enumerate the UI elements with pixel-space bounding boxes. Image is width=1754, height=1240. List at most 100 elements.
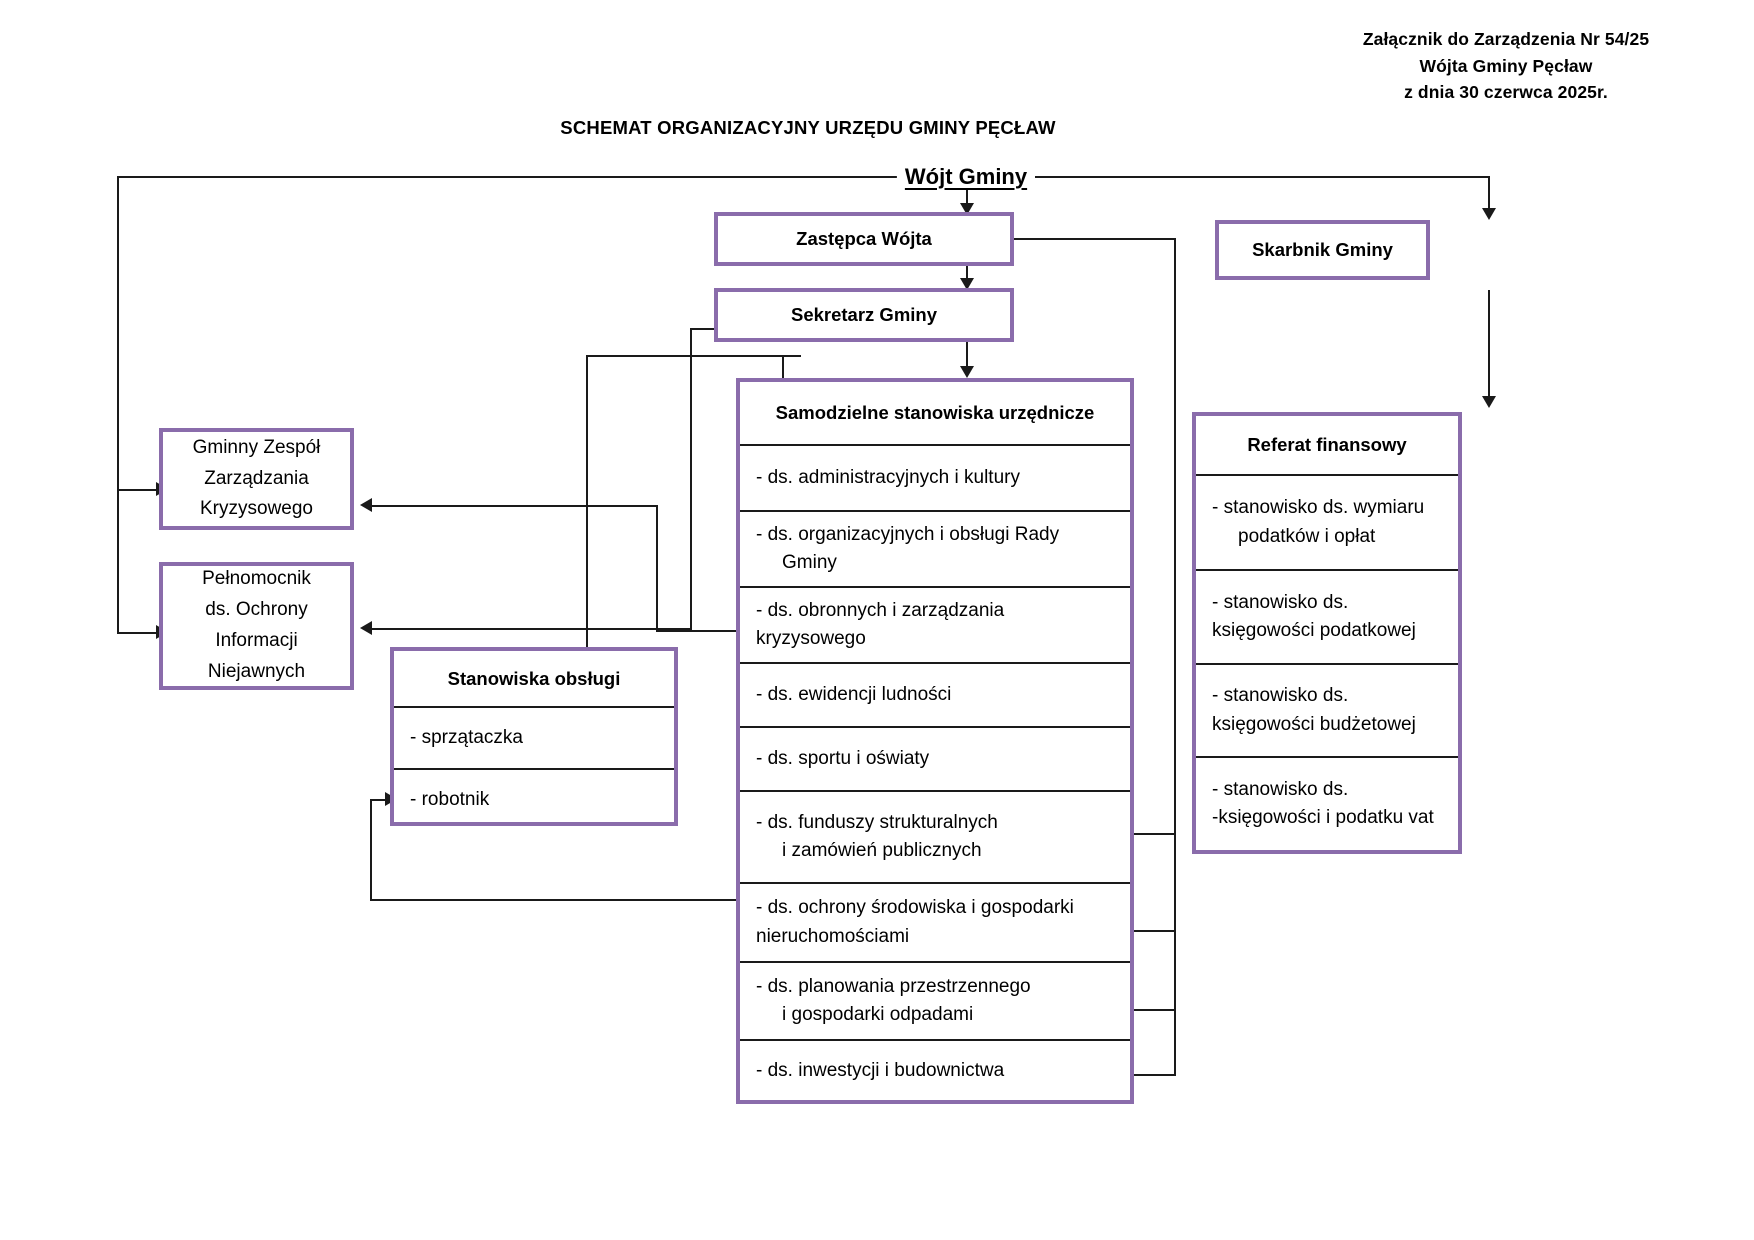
list-item[interactable]: - ds. inwestycji i budownictwa — [740, 1039, 1130, 1101]
list-item[interactable]: - ds. ewidencji ludności — [740, 662, 1130, 726]
connector-zastepca-to-ochrona — [1133, 930, 1176, 932]
connector-wojt-to-zastepca — [966, 190, 968, 212]
item-line-1: - ds. organizacyjnych i obsługi Rady — [756, 523, 1060, 545]
group-referat-title: Referat finansowy — [1247, 434, 1407, 455]
item-line-2: i gospodarki odpadami — [782, 1004, 974, 1025]
item-line-1: - sprzątaczka — [410, 726, 523, 748]
list-item[interactable]: - ds. organizacyjnych i obsługi Rady Gmi… — [740, 510, 1130, 586]
connector-zastepca-right — [1011, 238, 1176, 240]
list-item[interactable]: - robotnik — [394, 768, 674, 830]
item-line-2: podatków i opłat — [1238, 525, 1376, 547]
item-line-1: - ds. ewidencji ludności — [756, 683, 952, 705]
referat-rows: - stanowisko ds. wymiaru podatków i opła… — [1196, 474, 1458, 850]
connector-gzzk-feedback-v — [656, 505, 658, 632]
connector-zastepca-to-inwestycje — [1133, 1074, 1176, 1076]
node-skarbnik-gminy-label: Skarbnik Gminy — [1252, 239, 1393, 260]
list-item[interactable]: - ds. administracyjnych i kultury — [740, 444, 1130, 510]
gzzk-line-2: Zarządzania — [204, 467, 309, 489]
item-line-1: - ds. funduszy strukturalnych — [756, 811, 998, 833]
item-line-1: - stanowisko ds. wymiaru — [1212, 497, 1425, 519]
item-line-1: - ds. ochrony środowiska i gospodarki — [756, 897, 1074, 919]
list-item[interactable]: - ds. obronnych i zarządzania kryzysoweg… — [740, 586, 1130, 662]
connector-gzzk-feedback-join — [656, 630, 784, 632]
item-line-1: - stanowisko ds. — [1212, 778, 1349, 800]
note-line-3: z dnia 30 czerwca 2025r. — [1404, 82, 1608, 103]
connector-sekretarz-left-bus — [586, 355, 801, 357]
item-line-1: - ds. administracyjnych i kultury — [756, 466, 1020, 488]
list-item[interactable]: - ds. planowania przestrzennego i gospod… — [740, 961, 1130, 1039]
list-item[interactable]: - sprzątaczka — [394, 706, 674, 768]
connector-gzzk-feedback-h — [371, 505, 658, 507]
connector-zastepca-to-fundusze — [1133, 833, 1176, 835]
node-zastepca-wojta[interactable]: Zastępca Wójta — [714, 212, 1014, 266]
connector-zastepca-to-planowanie — [1133, 1009, 1176, 1011]
item-line-1: - ds. sportu i oświaty — [756, 747, 930, 769]
connector-zastepca-to-sekretarz — [966, 266, 968, 288]
arrow-to-sekretarz — [960, 278, 974, 290]
arrow-to-skarbnik — [1482, 208, 1496, 220]
gzzk-line-1: Gminny Zespół — [192, 436, 321, 458]
item-line-2: księgowości podatkowej — [1212, 620, 1416, 641]
connector-robotnik-loop-in — [370, 799, 390, 801]
list-item[interactable]: - ds. ochrony środowiska i gospodarki ni… — [740, 882, 1130, 961]
list-item[interactable]: - ds. sportu i oświaty — [740, 726, 1130, 790]
item-line-1: - robotnik — [410, 788, 490, 810]
connector-wojt-left-bar — [117, 176, 897, 178]
item-line-1: - stanowisko ds. — [1212, 591, 1349, 613]
node-zastepca-wojta-label: Zastępca Wójta — [796, 228, 932, 249]
arrow-pelnomocnik-feedback — [360, 621, 372, 635]
connector-to-gzzk — [117, 489, 159, 491]
node-sekretarz-gminy[interactable]: Sekretarz Gminy — [714, 288, 1014, 342]
node-gminny-zespol-zarzadzania-kryzysowego[interactable]: Gminny Zespół Zarządzania Kryzysowego — [159, 428, 354, 530]
list-item[interactable]: - stanowisko ds. -księgowości i podatku … — [1196, 756, 1458, 850]
arrow-gzzk-feedback — [360, 498, 372, 512]
list-item[interactable]: - stanowisko ds. wymiaru podatków i opła… — [1196, 474, 1458, 569]
list-item[interactable]: - stanowisko ds. księgowości budżetowej — [1196, 663, 1458, 756]
connector-wojt-right-bar — [1035, 176, 1490, 178]
connector-pelnomocnik-feedback-v — [690, 328, 692, 630]
group-obslugi-title: Stanowiska obsługi — [447, 667, 621, 689]
group-stanowiska-obslugi[interactable]: Stanowiska obsługi - sprzątaczka - robot… — [390, 647, 678, 826]
node-sekretarz-gminy-label: Sekretarz Gminy — [790, 304, 937, 325]
samodzielne-rows: - ds. administracyjnych i kultury - ds. … — [740, 444, 1130, 1101]
group-referat-finansowy[interactable]: Referat finansowy - stanowisko ds. wymia… — [1192, 412, 1462, 854]
item-line-2: -księgowości i podatku vat — [1212, 807, 1434, 828]
item-line-1: - stanowisko ds. — [1212, 685, 1349, 707]
node-pelnomocnik-ds-ochrony-informacji-niejawnych[interactable]: Pełnomocnik ds. Ochrony Informacji Nieja… — [159, 562, 354, 690]
item-line-1: - ds. obronnych i zarządzania — [756, 599, 1005, 621]
item-line-2: nieruchomościami — [756, 925, 910, 947]
connector-robotnik-loop-h — [370, 899, 782, 901]
connector-pelnomocnik-feedback-h — [371, 628, 691, 630]
item-line-1: - ds. inwestycji i budownictwa — [756, 1059, 1005, 1081]
group-samodzielne-title: Samodzielne stanowiska urzędnicze — [775, 402, 1095, 423]
list-item[interactable]: - ds. funduszy strukturalnych i zamówień… — [740, 790, 1130, 882]
node-wojt-gminy[interactable]: Wójt Gminy — [896, 164, 1036, 190]
connector-wojt-left-drop — [117, 176, 119, 634]
group-samodzielne-stanowiska[interactable]: Samodzielne stanowiska urzędnicze - ds. … — [736, 378, 1134, 1104]
pelnomocnik-line-1: Pełnomocnik — [202, 568, 311, 590]
page-title: SCHEMAT ORGANIZACYJNY URZĘDU GMINY PĘCŁA… — [560, 117, 1056, 138]
connector-to-pelnomocnik — [117, 632, 159, 634]
item-line-2: księgowości budżetowej — [1212, 713, 1416, 735]
arrow-to-samodzielne — [960, 366, 974, 378]
item-line-2: Gminy — [782, 552, 837, 573]
pelnomocnik-line-4: Niejawnych — [207, 660, 306, 682]
connector-sekretarz-left-drop — [586, 355, 588, 725]
connector-wojt-to-skarbnik — [1488, 176, 1490, 214]
pelnomocnik-line-2: ds. Ochrony — [205, 599, 308, 621]
item-line-2: i zamówień publicznych — [782, 840, 982, 861]
connector-sekretarz-to-samodzielne — [966, 342, 968, 374]
pelnomocnik-line-3: Informacji — [215, 630, 298, 651]
list-item[interactable]: - stanowisko ds. księgowości podatkowej — [1196, 569, 1458, 663]
connector-robotnik-loop-v — [370, 799, 372, 899]
document-reference-note: Załącznik do Zarządzenia Nr 54/25 Wójta … — [1296, 26, 1716, 106]
note-line-1: Załącznik do Zarządzenia Nr 54/25 — [1362, 29, 1650, 49]
connector-zastepca-right-drop — [1174, 238, 1176, 1074]
connector-skarbnik-to-referat — [1488, 290, 1490, 405]
arrow-to-referat — [1482, 396, 1496, 408]
item-line-2: kryzysowego — [756, 628, 866, 649]
node-skarbnik-gminy[interactable]: Skarbnik Gminy — [1215, 220, 1430, 280]
note-line-2: Wójta Gminy Pęcław — [1419, 55, 1593, 76]
item-line-1: - ds. planowania przestrzennego — [756, 975, 1031, 997]
